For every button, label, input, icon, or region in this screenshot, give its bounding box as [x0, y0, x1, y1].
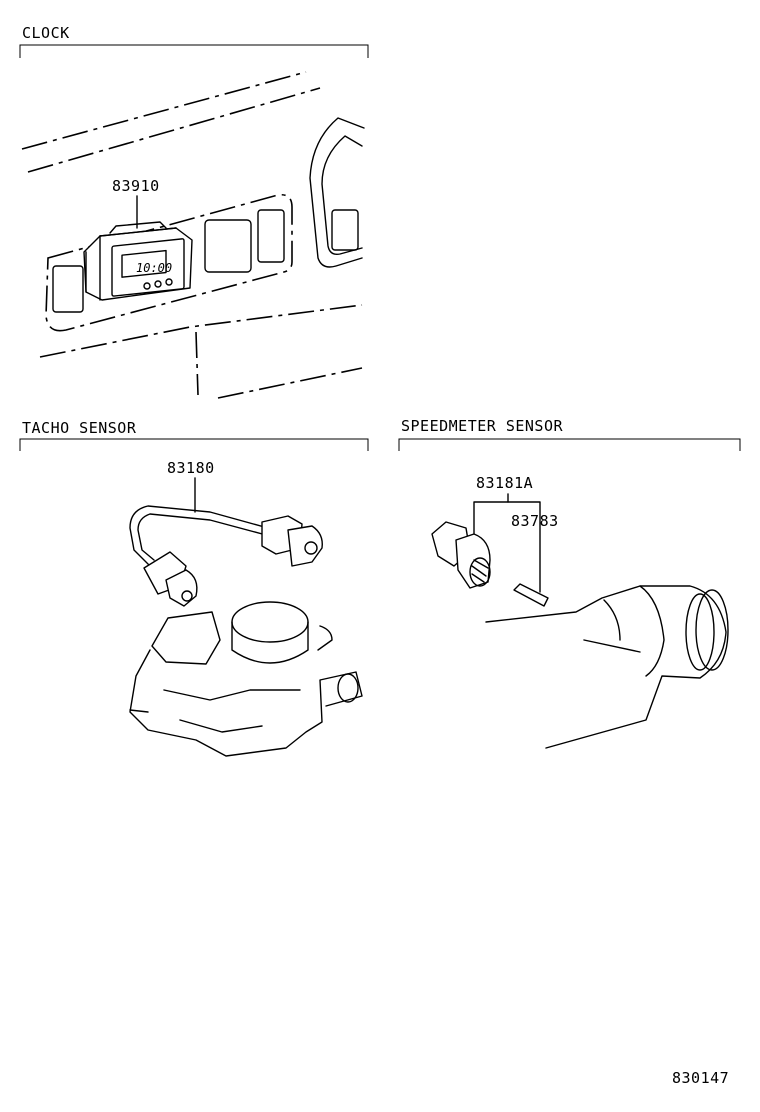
- tacho-sensor-section-title: TACHO SENSOR: [22, 419, 137, 437]
- diagram-id: 830147: [672, 1069, 730, 1087]
- speedmeter-section-bracket: [398, 438, 741, 451]
- clock-section-title: CLOCK: [22, 24, 70, 42]
- speedmeter-sensor: [431, 521, 491, 589]
- transmission-housing: [485, 585, 729, 749]
- speedmeter-pin: [513, 583, 549, 607]
- engine-pump-housing: [129, 601, 363, 757]
- clock-unit: [83, 195, 193, 301]
- speedmeter-sensor-section-title: SPEEDMETER SENSOR: [401, 417, 564, 435]
- clock-display-time: 10:00: [136, 261, 172, 275]
- tacho-section-bracket: [19, 438, 369, 451]
- part-number-tacho-sensor: 83180: [167, 459, 215, 477]
- tacho-sensor: [129, 477, 323, 607]
- dashboard-panel: [21, 71, 365, 399]
- speedmeter-callout-lines: [473, 493, 541, 593]
- clock-section-bracket: [19, 44, 369, 58]
- part-number-speedmeter-pin: 83783: [511, 512, 559, 530]
- part-number-speedmeter-sensor: 83181A: [476, 474, 534, 492]
- part-number-clock: 83910: [112, 177, 160, 195]
